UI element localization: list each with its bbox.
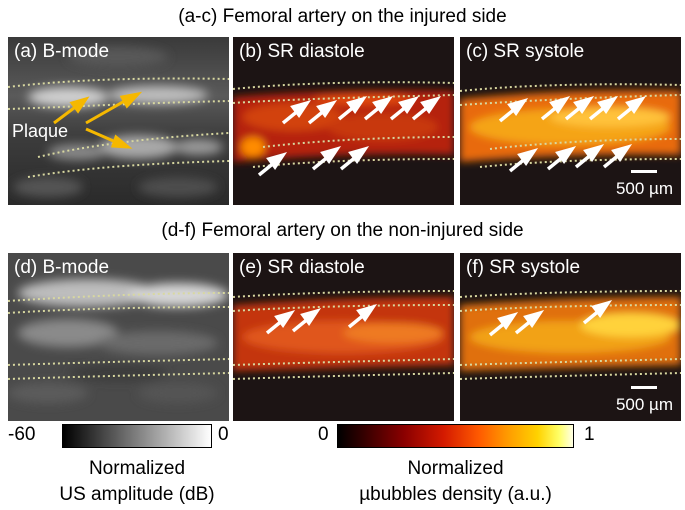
panel-label-d: (d) B-mode (14, 257, 110, 278)
panel-c-sr-systole-injured: (c) SR systole 500 µm (460, 37, 681, 205)
panel-label-f: (f) SR systole (466, 257, 581, 278)
hot-colorbar-max: 1 (584, 424, 595, 445)
hot-caption-line1: Normalized (407, 458, 504, 479)
gray-caption-line2: US amplitude (dB) (59, 484, 215, 505)
scale-bar-f (631, 386, 657, 389)
white-arrows-c (498, 96, 647, 173)
white-arrows-b (257, 96, 442, 177)
hot-colorbar-caption: Normalized µbubbles density (a.u.) (337, 456, 574, 508)
gray-colorbar-max: 0 (218, 424, 229, 445)
row-title-non-injured: (d-f) Femoral artery on the non-injured … (161, 220, 524, 241)
scale-label-c: 500 µm (615, 179, 673, 198)
panel-a-bmode-injured: (a) B-mode Plaque (8, 37, 229, 205)
panel-f-sr-systole-non-injured: (f) SR systole 500 µm (460, 253, 681, 421)
panel-b-sr-diastole-injured: (b) SR diastole (233, 37, 454, 205)
panel-label-c: (c) SR systole (466, 41, 585, 62)
sr-systole-image-injured (460, 37, 681, 205)
row-title-injured: (a-c) Femoral artery on the injured side (178, 6, 507, 27)
gray-colorbar-caption: Normalized US amplitude (dB) (59, 456, 214, 508)
gray-caption-line1: Normalized (88, 458, 186, 479)
hot-caption-line2: µbubbles density (a.u.) (359, 484, 552, 505)
panel-e-sr-diastole-non-injured: (e) SR diastole (233, 253, 454, 421)
hot-colorbar (337, 424, 574, 448)
plaque-arrows (53, 91, 143, 149)
bmode-image-injured (8, 37, 229, 205)
panel-label-b: (b) SR diastole (239, 41, 365, 62)
panel-d-bmode-non-injured: (d) B-mode (8, 253, 229, 421)
bmode-image-non-injured (8, 253, 229, 421)
plaque-label: Plaque (12, 121, 69, 141)
scale-bar-c (631, 170, 657, 173)
panel-label-e: (e) SR diastole (239, 257, 365, 278)
white-arrows-e (265, 304, 378, 335)
panel-label-a: (a) B-mode (14, 41, 110, 62)
gray-colorbar (62, 424, 212, 448)
sr-diastole-image-non-injured (233, 253, 454, 421)
sr-diastole-image-injured (233, 37, 454, 205)
sr-systole-image-non-injured (460, 253, 681, 421)
hot-colorbar-min: 0 (318, 424, 329, 445)
gray-colorbar-min: -60 (8, 424, 36, 445)
white-arrows-f (488, 300, 613, 337)
scale-label-f: 500 µm (615, 395, 673, 414)
